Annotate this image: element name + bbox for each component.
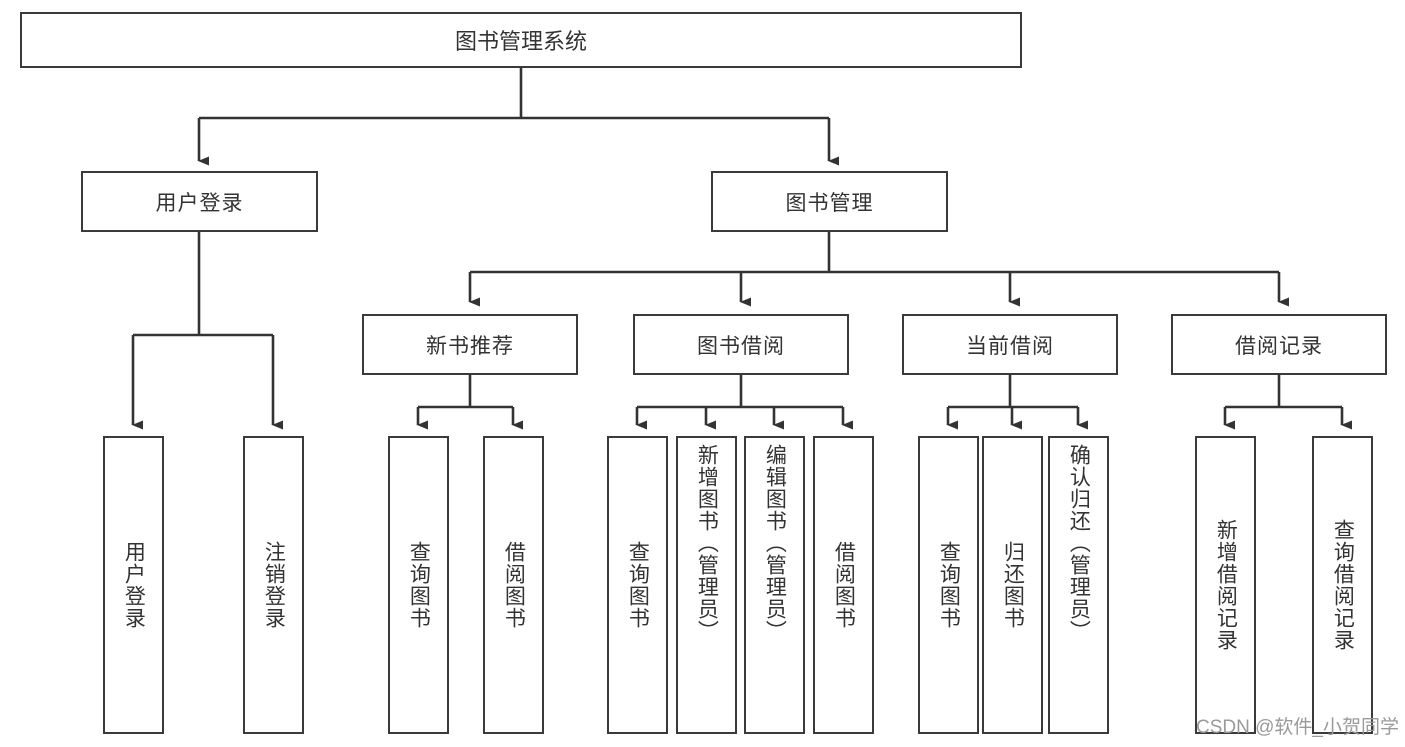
leaf-label: 新增借阅记录: [1214, 519, 1238, 651]
watermark-text: CSDN @软件_小贺同学: [1196, 717, 1399, 738]
leaf-label: 借阅图书: [502, 541, 526, 629]
node-new-book-recommend-label: 新书推荐: [426, 334, 514, 358]
leaf-user-login-logout[interactable]: 注销登录: [243, 436, 304, 734]
node-book-management-label: 图书管理: [785, 191, 874, 215]
leaf-label: 查询借阅记录: [1331, 519, 1355, 651]
leaf-book-borrow-add-book[interactable]: 新增图书（管理员）: [676, 436, 737, 734]
node-book-borrow[interactable]: 图书借阅: [633, 314, 849, 375]
node-new-book-recommend[interactable]: 新书推荐: [362, 314, 578, 375]
node-user-login[interactable]: 用户登录: [81, 171, 318, 232]
node-book-management[interactable]: 图书管理: [711, 171, 948, 232]
node-book-borrow-label: 图书借阅: [697, 334, 785, 358]
node-current-borrow[interactable]: 当前借阅: [902, 314, 1118, 375]
leaf-borrow-record-add-record[interactable]: 新增借阅记录: [1195, 436, 1256, 734]
leaf-label: 查询图书: [407, 541, 431, 629]
leaf-label: 编辑图书（管理员）: [763, 444, 787, 642]
node-borrow-record-label: 借阅记录: [1235, 334, 1323, 358]
leaf-label: 查询图书: [626, 541, 650, 629]
node-user-login-label: 用户登录: [155, 191, 244, 215]
leaf-label: 归还图书: [1001, 541, 1025, 629]
node-borrow-record[interactable]: 借阅记录: [1171, 314, 1387, 375]
leaf-label: 查询图书: [937, 541, 961, 629]
leaf-book-borrow-edit-book[interactable]: 编辑图书（管理员）: [744, 436, 805, 734]
node-current-borrow-label: 当前借阅: [966, 334, 1054, 358]
leaf-label: 确认归还（管理员）: [1067, 444, 1091, 642]
leaf-new-book-query-book[interactable]: 查询图书: [388, 436, 449, 734]
leaf-label: 注销登录: [262, 541, 286, 629]
leaf-current-borrow-query-book[interactable]: 查询图书: [918, 436, 979, 734]
leaf-label: 借阅图书: [832, 541, 856, 629]
node-root-label: 图书管理系统: [454, 29, 587, 54]
leaf-current-borrow-return-book[interactable]: 归还图书: [982, 436, 1043, 734]
leaf-book-borrow-borrow-book[interactable]: 借阅图书: [813, 436, 874, 734]
leaf-label: 用户登录: [122, 541, 146, 629]
leaf-new-book-borrow-book[interactable]: 借阅图书: [483, 436, 544, 734]
leaf-borrow-record-query-record[interactable]: 查询借阅记录: [1312, 436, 1373, 734]
leaf-label: 新增图书（管理员）: [695, 444, 719, 642]
node-root[interactable]: 图书管理系统: [20, 12, 1022, 68]
leaf-current-borrow-confirm-return[interactable]: 确认归还（管理员）: [1048, 436, 1109, 734]
leaf-user-login-login[interactable]: 用户登录: [103, 436, 164, 734]
leaf-book-borrow-query-book[interactable]: 查询图书: [607, 436, 668, 734]
